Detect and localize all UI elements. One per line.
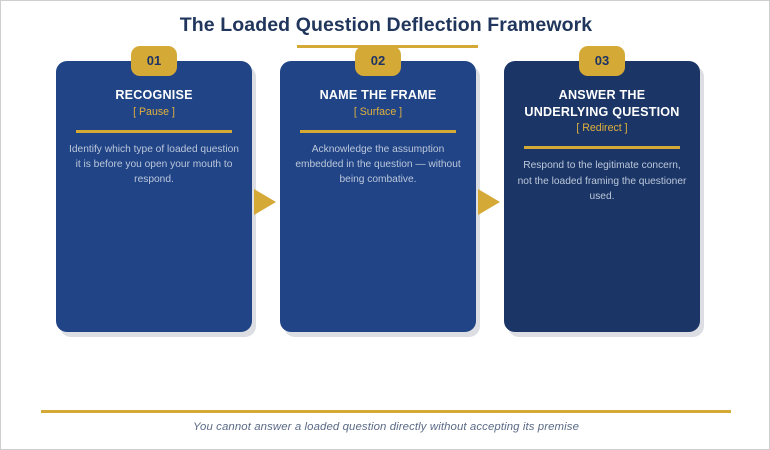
step-card-2[interactable]: NAME THE FRAME [ Surface ] Acknowledge t…: [280, 61, 476, 332]
step-badge-1: 01: [131, 46, 177, 76]
page-title: The Loaded Question Deflection Framework: [179, 14, 593, 36]
step-card-3-body: Respond to the legitimate concern, not t…: [517, 160, 687, 202]
arrow-step2-to-step3-icon: [478, 189, 500, 215]
step-card-1-divider: [76, 129, 232, 133]
footer-divider: [41, 410, 731, 413]
step-badge-3: 03: [579, 46, 625, 76]
step-card-1-subtitle: [ Pause ]: [133, 105, 175, 118]
step-card-2-title: NAME THE FRAME: [319, 88, 437, 102]
step-card-3[interactable]: ANSWER THE UNDERLYING QUESTION [ Redirec…: [504, 61, 700, 332]
step-badge-2: 02: [355, 46, 401, 76]
arrow-step1-to-step2-icon: [254, 189, 276, 215]
step-card-3-divider: [524, 146, 680, 150]
step-card-1-body: Identify which type of loaded question i…: [69, 143, 239, 186]
footer-caption: You cannot answer a loaded question dire…: [192, 421, 580, 433]
step-card-3-title: ANSWER THE UNDERLYING QUESTION: [524, 88, 680, 119]
step-card-3-subtitle: [ Redirect ]: [576, 122, 628, 135]
step-card-1[interactable]: RECOGNISE [ Pause ] Identify which type …: [56, 61, 252, 332]
step-card-2-subtitle: [ Surface ]: [353, 105, 403, 118]
step-card-1-title: RECOGNISE: [115, 88, 193, 102]
step-card-2-divider: [300, 129, 456, 133]
step-card-2-body: Acknowledge the assumption embedded in t…: [295, 143, 461, 186]
